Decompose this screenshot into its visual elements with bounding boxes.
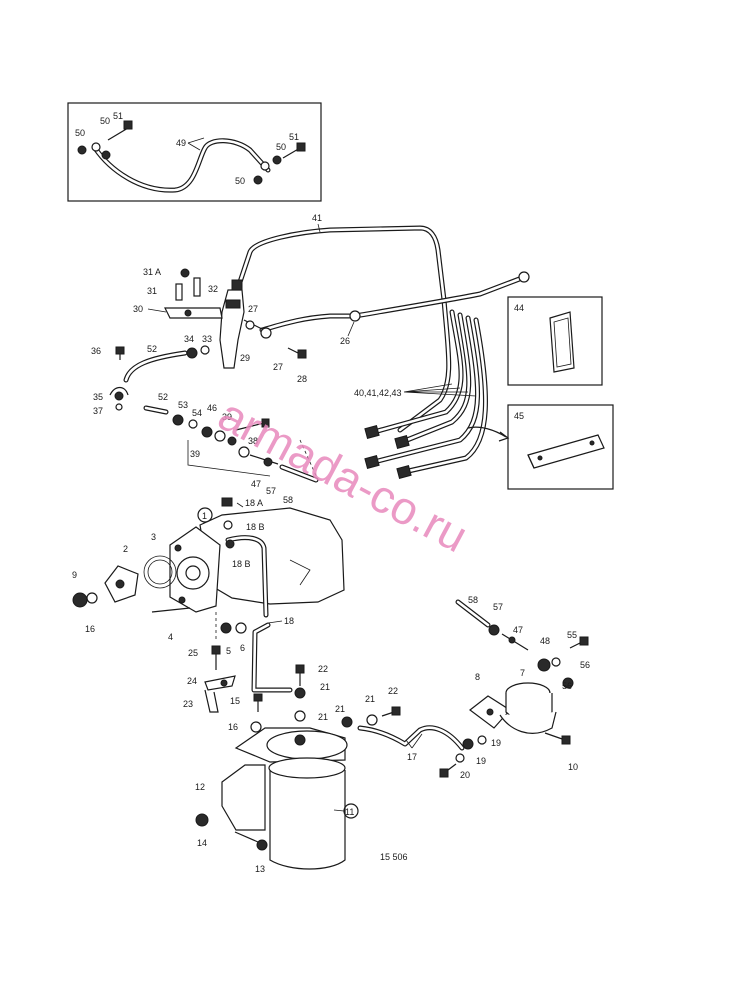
callout-17: 17 [407, 752, 417, 762]
callout-24: 24 [187, 676, 197, 686]
callout-21: 21 [318, 712, 328, 722]
callout-39: 39 [190, 449, 200, 459]
callout-52: 52 [158, 392, 168, 402]
callout-6: 6 [240, 643, 245, 653]
callout-57: 57 [266, 486, 276, 496]
callout-21: 21 [320, 682, 330, 692]
callout-2: 2 [123, 544, 128, 554]
injector-assembly [109, 268, 307, 411]
callout-4: 4 [168, 632, 173, 642]
callout-56: 56 [562, 681, 572, 691]
callout-52: 52 [147, 344, 157, 354]
callout-14: 14 [197, 838, 207, 848]
drawing-number: 15 506 [380, 852, 408, 862]
callout-18b: 18 B [232, 559, 251, 569]
callout-13: 13 [255, 864, 265, 874]
callout-21: 21 [335, 704, 345, 714]
feed-pipe-18 [204, 622, 293, 713]
callout-45: 45 [514, 411, 524, 421]
pump-coupling [72, 555, 191, 613]
callout-9: 9 [72, 570, 77, 580]
inset-box-45 [467, 404, 614, 490]
callout-34: 34 [184, 334, 194, 344]
callout-23: 23 [183, 699, 193, 709]
callout-51: 51 [289, 132, 299, 142]
feed-pump-valve-group [455, 599, 529, 651]
callout-7: 7 [520, 668, 525, 678]
callout-8: 8 [475, 672, 480, 682]
callout-37: 37 [93, 406, 103, 416]
callout-30: 30 [133, 304, 143, 314]
callout-25: 25 [188, 648, 198, 658]
callout-50: 50 [235, 176, 245, 186]
callout-21: 21 [365, 694, 375, 704]
callout-51: 51 [113, 111, 123, 121]
callout-19: 19 [491, 738, 501, 748]
fuel-filter [195, 664, 348, 870]
callout-50: 50 [75, 128, 85, 138]
delivery-pipes [235, 225, 530, 479]
callout-48: 48 [540, 636, 550, 646]
callout-33: 33 [202, 334, 212, 344]
callout-50: 50 [276, 142, 286, 152]
callout-38: 38 [248, 436, 258, 446]
callout-28: 28 [297, 374, 307, 384]
feed-pump [341, 636, 589, 778]
callout-58: 58 [283, 495, 293, 505]
callout-22: 22 [318, 664, 328, 674]
callout-15: 15 [230, 696, 240, 706]
callout-32: 32 [208, 284, 218, 294]
callout-3: 3 [151, 532, 156, 542]
callout-26: 26 [340, 336, 350, 346]
callout-1: 1 [202, 511, 207, 521]
callout-5: 5 [226, 646, 231, 656]
callout-27: 27 [248, 304, 258, 314]
callout-11: 11 [345, 807, 354, 817]
callout-18a: 18 A [245, 498, 263, 508]
callout-47: 47 [513, 625, 523, 635]
callout-12: 12 [195, 782, 205, 792]
callout-19: 19 [476, 756, 486, 766]
callout-47: 47 [251, 479, 261, 489]
callout-22: 22 [388, 686, 398, 696]
inset-box-return-line [67, 102, 322, 202]
callout-46: 46 [207, 403, 217, 413]
callout-57: 57 [493, 602, 503, 612]
callout-18: 18 [284, 616, 294, 626]
callout-18b: 18 B [246, 522, 265, 532]
callout-54: 54 [192, 408, 202, 418]
callout-58: 58 [468, 595, 478, 605]
callout-16: 16 [228, 722, 238, 732]
callout-50: 50 [100, 116, 110, 126]
callout-27: 27 [273, 362, 283, 372]
callout-53: 53 [178, 400, 188, 410]
callout-44: 44 [514, 303, 524, 313]
callout-41: 41 [312, 213, 322, 223]
callout-49: 49 [176, 138, 186, 148]
callout-31a: 31 A [143, 267, 161, 277]
callout-16: 16 [85, 624, 95, 634]
callout-39: 39 [222, 412, 232, 422]
callout-10: 10 [568, 762, 578, 772]
callout-40-43: 40,41,42,43 [354, 388, 402, 398]
callout-55: 55 [567, 630, 577, 640]
callout-29: 29 [240, 353, 250, 363]
callout-20: 20 [460, 770, 470, 780]
injection-pump [169, 507, 345, 640]
callout-36: 36 [91, 346, 101, 356]
callout-31: 31 [147, 286, 157, 296]
overflow-valve-group [143, 405, 319, 483]
callout-56: 56 [580, 660, 590, 670]
inset-box-44 [507, 296, 603, 386]
callout-35: 35 [93, 392, 103, 402]
